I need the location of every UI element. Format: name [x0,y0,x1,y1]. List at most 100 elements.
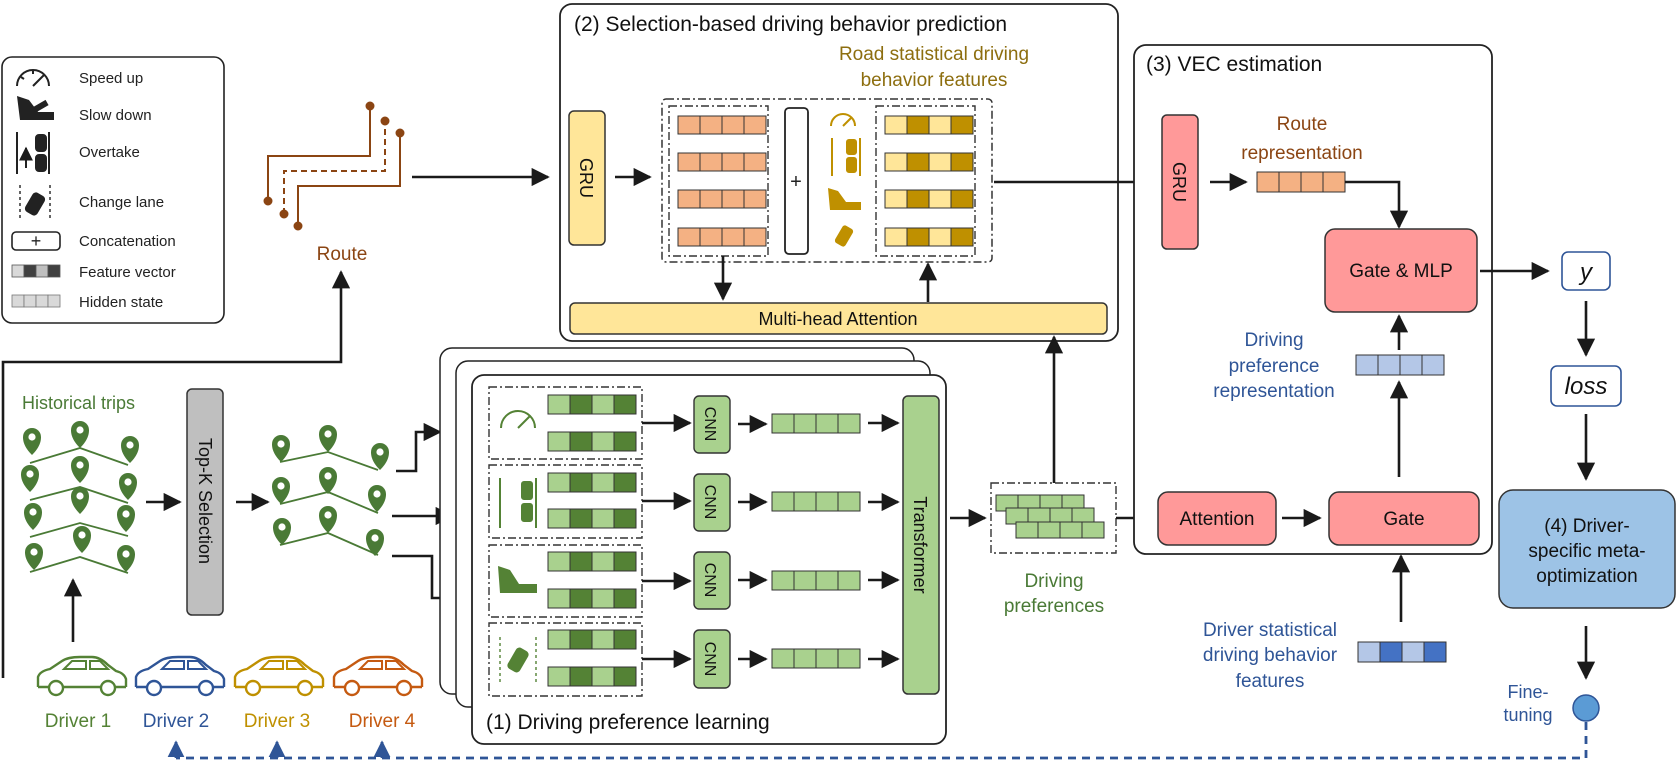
cnn-box: CNN [693,395,731,454]
driving-preferences-vectors [990,482,1117,554]
topk-label: Top-K Selection [195,438,215,564]
legend: + Speed up Slow down Overtake Change lan… [1,56,225,324]
preference-behavior-icons [498,410,537,684]
hidden-state-icon [11,294,61,308]
svg-text:CNN: CNN [701,485,718,520]
finetune-label-line2: tuning [1503,705,1552,725]
loss-box: loss [1550,365,1622,407]
speedometer-icon [16,69,50,87]
section2-gru-box: GRU [568,110,606,246]
svg-text:Gate: Gate [1383,509,1424,530]
prediction-y-box: y [1561,251,1611,291]
driver-label: Driver 2 [143,711,210,732]
driver-2-car-icon [134,655,226,697]
gate-box: Gate [1328,491,1480,546]
section3-gru-box: GRU [1161,114,1199,250]
svg-text:CNN: CNN [701,407,718,442]
svg-text:y: y [1578,259,1594,286]
section2-title: (2) Selection-based driving behavior pre… [574,13,1007,36]
svg-text:specific meta-: specific meta- [1528,541,1645,562]
topk-selection-box: Top-K Selection [186,388,224,616]
cnn-box: CNN [693,551,731,610]
meta-optimization-box: (4) Driver- specific meta- optimization [1498,489,1676,609]
svg-text:loss: loss [1565,373,1608,400]
svg-text:Multi-head Attention: Multi-head Attention [758,309,917,329]
legend-label: Concatenation [79,233,176,250]
svg-text:Attention: Attention [1180,509,1255,530]
svg-text:(4) Driver-: (4) Driver- [1544,516,1630,537]
historical-trips-map [21,421,139,574]
feature-vector-icon [11,264,61,278]
svg-text:GRU: GRU [576,158,596,198]
attention-box: Attention [1157,491,1277,546]
concatenation-symbol: + [784,107,809,255]
driver-to-route-arrow [1,270,351,678]
selected-trips-map [272,425,389,556]
section-driving-preference: (1) Driving preference learning [439,347,947,745]
driver-4-car-icon [332,655,424,697]
overtake-icon [16,132,50,174]
svg-text:Transformer: Transformer [910,496,930,593]
svg-text:+: + [790,171,802,193]
road-features-label-line1: Road statistical driving [839,44,1029,65]
trips-to-layer-arrow-1 [396,422,442,473]
legend-label: Hidden state [79,294,163,311]
road-features-group [875,105,976,257]
change-lane-icon [19,185,51,218]
route-rep-label-line2: representation [1241,143,1362,164]
driver-label: Driver 3 [244,711,311,732]
cnn-box: CNN [693,629,731,689]
driver-stat-label-line1: Driver statistical [1203,620,1337,641]
road-behavior-icons [828,113,861,247]
brake-pedal-icon [17,96,54,120]
driving-pref-representation-vector [1355,354,1445,376]
route-representation-vector [1256,171,1346,193]
section1-title: (1) Driving preference learning [486,711,770,734]
multi-head-attention-box: Multi-head Attention [569,302,1108,335]
dp-rep-label-line2: preference [1229,356,1320,377]
driver-stat-label-line3: features [1236,671,1305,692]
section3-title: (3) VEC estimation [1146,53,1322,76]
legend-label: Feature vector [79,264,176,281]
svg-text:CNN: CNN [701,642,718,677]
concat-group [661,98,993,263]
svg-text:Gate & MLP: Gate & MLP [1349,261,1453,282]
behavior-row-overtake [488,464,643,539]
driving-preferences-label-line1: Driving [1024,571,1083,592]
driver-1-car-icon [36,655,128,697]
dp-rep-label-line1: Driving [1244,330,1303,351]
route-label: Route [317,244,368,265]
route-rep-to-gate-mlp-arrow [1345,180,1409,229]
section-selection-prediction: (2) Selection-based driving behavior pre… [559,3,1119,342]
route-rep-label-line1: Route [1277,114,1328,135]
finetune-label-line1: Fine- [1507,682,1548,702]
road-feature-vectors [884,115,974,247]
cnn-output-vectors [771,413,861,669]
hidden-states-group [668,105,769,257]
svg-text:CNN: CNN [701,563,718,598]
route-icon [263,101,405,231]
historical-trips-label: Historical trips [22,393,135,413]
driver-feature-vectors [547,394,637,687]
svg-text:+: + [31,231,42,251]
cnn-box: CNN [693,473,731,532]
plus-icon: + [11,231,61,251]
transformer-box: Transformer [902,395,940,695]
finetune-feedback-path [167,722,1588,760]
legend-label: Change lane [79,194,164,211]
driver-label: Driver 1 [45,711,112,732]
svg-text:optimization: optimization [1536,566,1637,587]
driving-preferences-label-line2: preferences [1004,596,1104,617]
hidden-state-vectors [677,115,767,247]
behavior-row-changelane [488,622,643,697]
legend-label: Slow down [79,107,152,124]
driver-stat-label-line2: driving behavior [1203,645,1338,666]
legend-label: Speed up [79,70,143,87]
svg-text:GRU: GRU [1169,162,1189,202]
driver-3-car-icon [233,655,325,697]
finetune-node [1572,694,1600,722]
driver-stat-feature-vector [1357,641,1447,663]
driver-label: Driver 4 [349,711,416,732]
gate-mlp-box: Gate & MLP [1324,228,1478,313]
